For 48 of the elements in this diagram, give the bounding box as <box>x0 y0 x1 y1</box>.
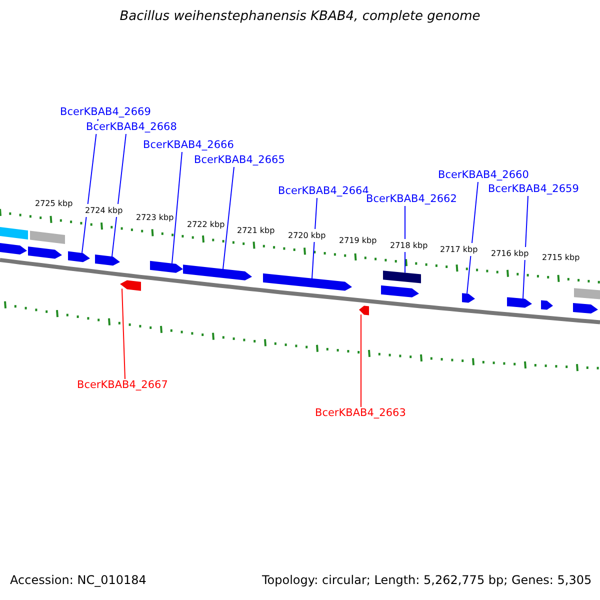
scale-label: 2717 kbp <box>440 243 478 256</box>
gene-label: BcerKBAB4_2669 <box>60 106 151 119</box>
gene-feature <box>359 306 369 316</box>
leader-line <box>122 288 126 380</box>
gene-feature <box>30 230 65 244</box>
scale-label: 2724 kbp <box>85 204 123 217</box>
gene-feature <box>462 293 475 303</box>
gene-label: BcerKBAB4_2662 <box>366 193 457 206</box>
gene-feature <box>541 300 553 310</box>
title: Bacillus weihenstephanensis KBAB4, complete genome <box>118 10 482 23</box>
gene-feature <box>120 280 141 291</box>
gene-label: BcerKBAB4_2664 <box>278 185 369 198</box>
scale-label: 2719 kbp <box>339 234 377 247</box>
gene-label: BcerKBAB4_2667 <box>77 379 168 392</box>
scale-label: 2718 kbp <box>390 239 428 252</box>
gene-feature <box>573 303 598 314</box>
leader-line <box>360 314 362 408</box>
gene-feature <box>381 285 419 298</box>
gene-label: BcerKBAB4_2663 <box>315 407 406 420</box>
leader-line <box>522 196 528 300</box>
gene-label: BcerKBAB4_2668 <box>86 121 177 134</box>
scale-label: 2725 kbp <box>35 197 73 210</box>
gene-label: BcerKBAB4_2666 <box>143 139 234 152</box>
leader-line <box>112 134 126 258</box>
gene-feature <box>0 227 28 240</box>
gene-feature <box>0 243 27 254</box>
scale-label: 2716 kbp <box>491 247 529 260</box>
gene-feature <box>68 251 90 262</box>
gene-label: BcerKBAB4_2660 <box>438 169 529 182</box>
leader-line <box>222 166 234 270</box>
scale-label: 2721 kbp <box>237 224 275 237</box>
gene-label: BcerKBAB4_2665 <box>194 154 285 167</box>
scale-label: 2722 kbp <box>187 218 225 231</box>
gene-feature <box>507 297 532 308</box>
leader-line <box>466 182 478 294</box>
gene-feature <box>150 260 183 273</box>
scale-label: 2720 kbp <box>288 229 326 242</box>
gene-feature <box>383 270 421 284</box>
gene-feature <box>95 254 120 266</box>
genome-summary-text: Topology: circular; Length: 5,262,775 bp; Genes: 5,305 <box>262 574 592 587</box>
gene-feature <box>263 273 352 291</box>
scale-label: 2715 kbp <box>542 251 580 264</box>
scale-label: 2723 kbp <box>136 211 174 224</box>
accession-text: Accession: NC_010184 <box>10 574 146 587</box>
leader-line <box>172 152 182 264</box>
gene-feature <box>28 246 62 259</box>
gene-label: BcerKBAB4_2659 <box>488 183 579 196</box>
gene-feature <box>574 288 600 300</box>
